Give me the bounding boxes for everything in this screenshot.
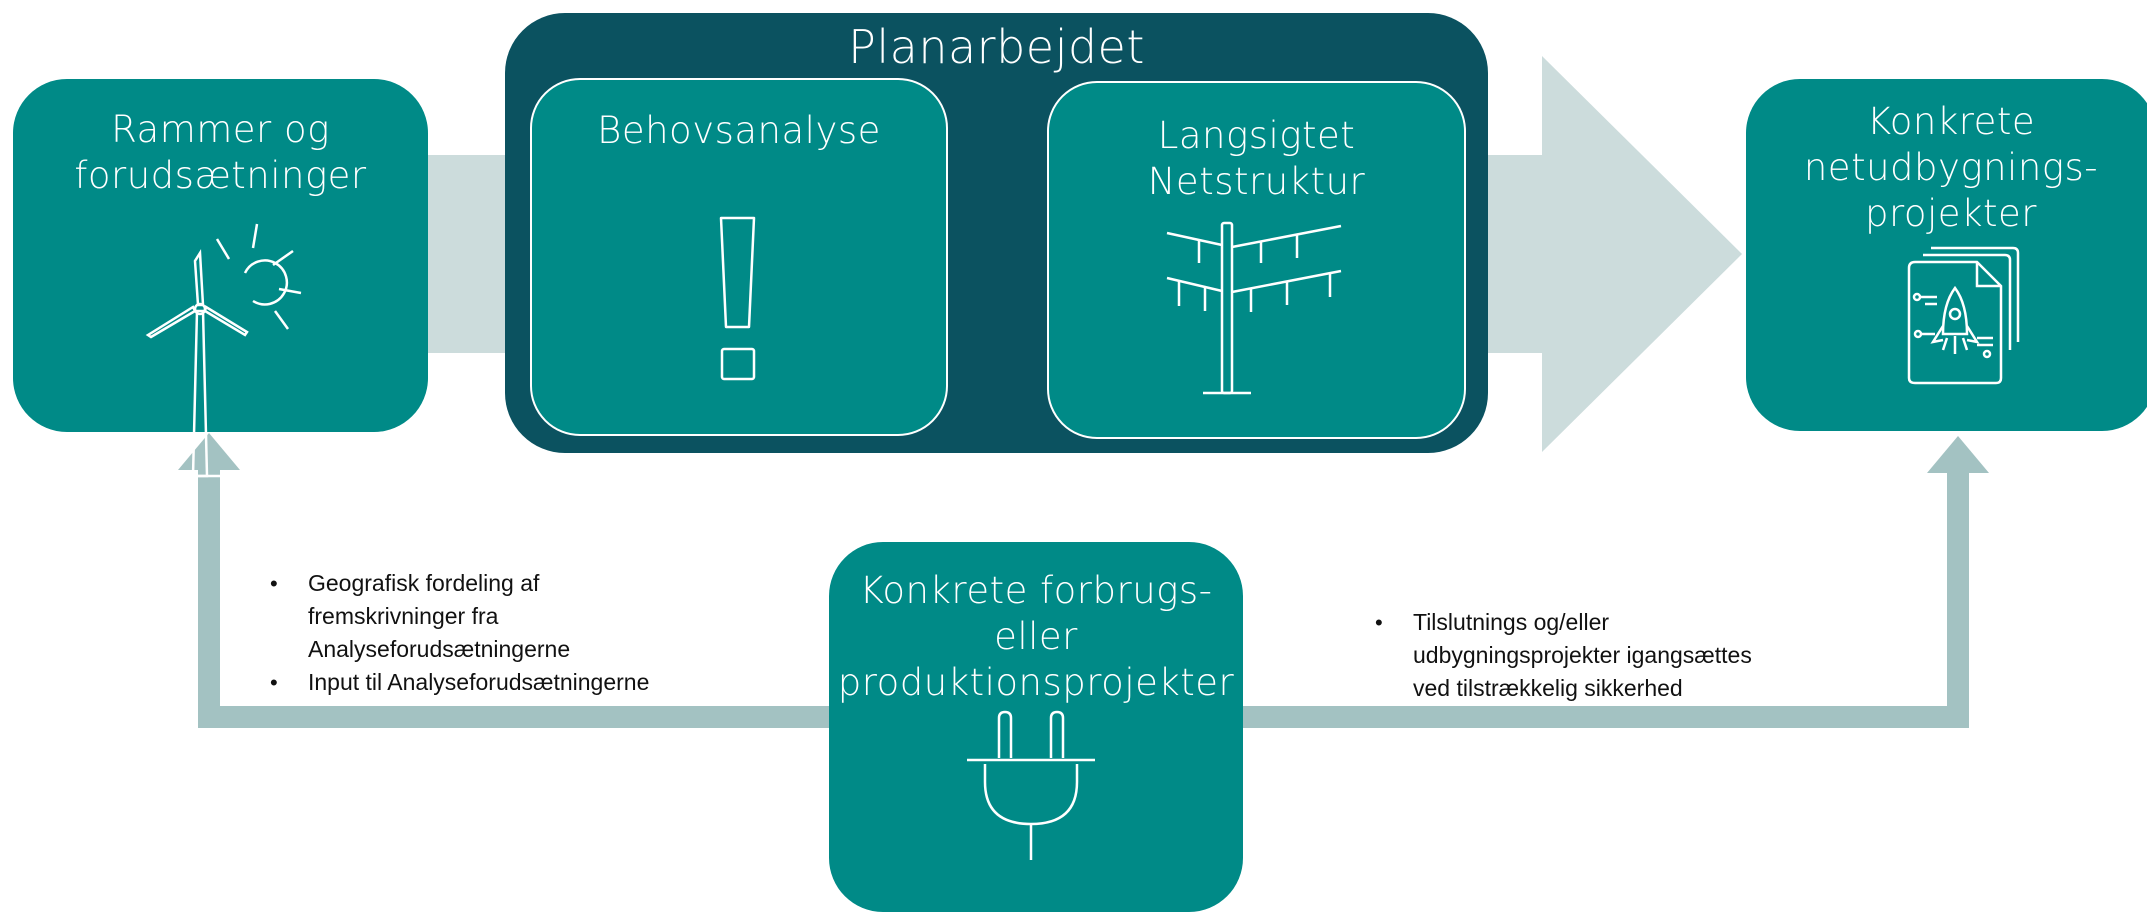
plug-icon <box>967 710 1095 860</box>
behovsanalyse-box: Behovsanalyse <box>530 78 948 436</box>
konkrete-net-title-line3: projekter <box>1865 192 2037 235</box>
konkrete-forbrug-title-line2: eller <box>994 615 1078 658</box>
netstruktur-title-line2: Netstruktur <box>1147 160 1366 203</box>
feedback-arrow-left <box>198 460 835 728</box>
right-bullet-item-1-line3: ved tilstrækkelig sikkerhed <box>1413 675 1683 701</box>
left-bullet-item-2-text: Input til Analyseforudsætningerne <box>308 669 650 695</box>
konkrete-net-title: Konkrete netudbygnings- projekter <box>1746 99 2147 237</box>
exclamation-icon <box>719 216 756 381</box>
netstruktur-title: Langsigtet Netstruktur <box>1049 113 1464 205</box>
rammer-title: Rammer og forudsætninger <box>13 107 428 199</box>
konkrete-forbrug-title: Konkrete forbrugs- eller produktionsproj… <box>829 568 1243 706</box>
right-bullet-item-1-line1: Tilslutnings og/eller <box>1413 609 1610 635</box>
left-bullet-item-1-line3: Analyseforudsætningerne <box>308 636 571 662</box>
wind-turbine-sun-icon <box>145 223 302 478</box>
behovsanalyse-title: Behovsanalyse <box>532 108 946 154</box>
konkrete-forbrug-title-line3: produktionsprojekter <box>837 661 1235 704</box>
left-bullet-item-1-line1: Geografisk fordeling af <box>308 570 540 596</box>
feedback-arrowhead-left <box>178 433 240 470</box>
left-bullet-list: Geografisk fordeling af fremskrivninger … <box>268 567 748 699</box>
konkrete-forbrug-title-line1: Konkrete forbrugs- <box>859 569 1213 612</box>
behovsanalyse-title-text: Behovsanalyse <box>597 109 881 152</box>
left-bullet-item-1: Geografisk fordeling af fremskrivninger … <box>268 567 748 666</box>
right-bullet-list: Tilslutnings og/eller udbygningsprojekte… <box>1373 606 1893 705</box>
konkrete-net-title-line1: Konkrete <box>1866 100 2036 143</box>
netstruktur-title-line1: Langsigtet <box>1157 114 1356 157</box>
rocket-document-icon <box>1907 246 2020 385</box>
left-bullet-item-1-line2: fremskrivninger fra <box>308 603 499 629</box>
konkrete-net-title-line2: netudbygnings- <box>1803 146 2099 189</box>
right-bullet-item-1: Tilslutnings og/eller udbygningsprojekte… <box>1373 606 1893 705</box>
power-pylon-icon <box>1166 221 1342 395</box>
feedback-arrowhead-right <box>1927 436 1989 473</box>
feedback-arrow-right <box>1240 467 1969 728</box>
konkrete-forbrug-box: Konkrete forbrugs- eller produktionsproj… <box>829 542 1243 912</box>
process-arrow-head <box>1542 56 1742 452</box>
rammer-box: Rammer og forudsætninger <box>13 79 428 478</box>
planarbejdet-title: Planarbejdet <box>505 19 1488 75</box>
planarbejdet-title-text: Planarbejdet <box>848 20 1145 74</box>
right-bullet-item-1-line2: udbygningsprojekter igangsættes <box>1413 642 1752 668</box>
konkrete-net-box: Konkrete netudbygnings- projekter <box>1746 79 2147 431</box>
left-bullet-item-2: Input til Analyseforudsætningerne <box>268 666 748 699</box>
rammer-title-line1: Rammer og <box>111 108 330 151</box>
rammer-title-line2: forudsætninger <box>74 154 367 197</box>
netstruktur-box: Langsigtet Netstruktur <box>1047 81 1466 439</box>
